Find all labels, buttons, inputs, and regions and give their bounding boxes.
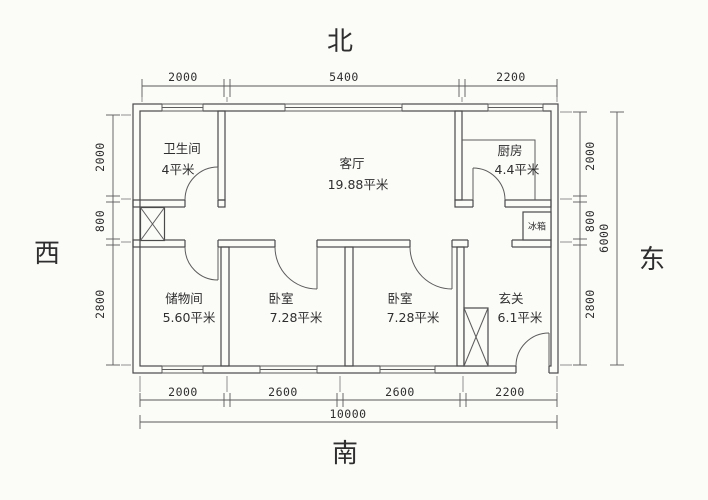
bedroom2-window: [379, 365, 436, 374]
room-label-bedroom-1: 卧室 7.28平米: [268, 291, 322, 325]
dim-top-3: 2200: [496, 70, 526, 84]
storage-window: [161, 365, 204, 374]
corridor-shaft-symbol: [139, 206, 166, 242]
dim-right-total: 6000: [597, 223, 611, 253]
storage-door: [184, 246, 219, 281]
room-name: 卫生间: [163, 141, 201, 156]
door-arc: [409, 246, 453, 290]
dim-right-1: 2000: [583, 141, 597, 171]
main-entry-door: [515, 332, 550, 367]
dimension-left: 2000 800 2800: [93, 114, 131, 366]
bedroom2-right-wall: [456, 246, 465, 367]
entry-passage-opening: [468, 239, 512, 248]
bathroom-door-opening: [185, 199, 218, 208]
windows: [161, 103, 544, 374]
room-label-bathroom: 卫生间 4平米: [162, 141, 201, 177]
compass-north: 北: [327, 27, 353, 57]
kitchen-left-wall: [454, 110, 463, 201]
room-name: 客厅: [339, 156, 364, 171]
room-area: 4平米: [162, 162, 195, 177]
fridge-label: 冰箱: [528, 221, 546, 233]
room-name: 储物间: [165, 291, 203, 306]
room-area: 7.28平米: [270, 310, 323, 325]
dim-right-2: 800: [583, 210, 597, 232]
dim-bottom-1: 2000: [168, 385, 198, 399]
room-area: 4.4平米: [495, 162, 540, 177]
bedroom2-door: [409, 246, 453, 290]
room-area: 19.88平米: [328, 177, 389, 192]
bedroom1-door: [274, 246, 318, 290]
bathroom-window: [161, 103, 204, 112]
dim-left-2: 800: [93, 210, 107, 232]
dim-left-3: 2800: [93, 289, 107, 319]
fridge-outline: [522, 211, 552, 241]
dim-bottom-total: 10000: [329, 407, 366, 421]
wall-openings: [184, 199, 550, 374]
room-label-storage: 储物间 5.60平米: [163, 291, 216, 325]
door-arc: [274, 246, 318, 290]
room-name: 厨房: [497, 143, 522, 158]
door-arc: [515, 332, 550, 367]
compass-west: 西: [34, 239, 60, 269]
dim-bottom-3: 2600: [385, 385, 415, 399]
door-arc: [184, 166, 219, 201]
dimension-bottom: 2000 2600 2600 2200 10000: [139, 376, 558, 429]
room-name: 卧室: [268, 291, 293, 306]
door-arc: [472, 167, 506, 201]
bedroom1-door-opening: [275, 239, 317, 248]
kitchen-window: [487, 103, 544, 112]
kitchen-door-opening: [473, 199, 505, 208]
room-area: 7.28平米: [387, 310, 440, 325]
bathroom-bottom-wall: [132, 199, 226, 208]
dimension-top: 2000 5400 2200: [141, 70, 558, 102]
fridge-box: 冰箱: [522, 211, 552, 241]
room-label-living-room: 客厅 19.88平米: [328, 156, 389, 192]
dim-bottom-4: 2200: [495, 385, 525, 399]
storage-right-wall: [220, 246, 230, 367]
room-labels: 卫生间 4平米 客厅 19.88平米 厨房 4.4平米 储物间 5.60平米 卧…: [162, 141, 543, 325]
living-room-window: [284, 103, 403, 112]
bedroom2-door-opening: [410, 239, 452, 248]
bedroom1-window: [259, 365, 318, 374]
fixtures: 冰箱: [139, 206, 552, 367]
dim-top-1: 2000: [168, 70, 198, 84]
room-label-kitchen: 厨房 4.4平米: [495, 143, 540, 177]
bathroom-right-wall: [217, 110, 226, 201]
dim-bottom-2: 2600: [268, 385, 298, 399]
kitchen-door: [472, 167, 506, 201]
dim-top-2: 5400: [329, 70, 359, 84]
bedroom1-right-wall: [344, 246, 354, 367]
room-name: 玄关: [498, 291, 523, 306]
room-area: 5.60平米: [163, 310, 216, 325]
door-arc: [184, 246, 219, 281]
bedrooms-top-wall: [132, 239, 552, 248]
room-name: 卧室: [387, 291, 412, 306]
main-entry-door-opening: [516, 365, 549, 374]
kitchen-counter-line: [462, 139, 536, 200]
dim-left-1: 2000: [93, 142, 107, 172]
bathroom-door: [184, 166, 219, 201]
compass-south: 南: [332, 439, 358, 469]
dim-right-3: 2800: [583, 289, 597, 319]
storage-door-opening: [185, 239, 218, 248]
room-label-bedroom-2: 卧室 7.28平米: [387, 291, 440, 325]
compass-labels: 北 南 西 东: [34, 27, 665, 469]
entry-shaft-symbol: [463, 307, 489, 367]
room-label-entry: 玄关 6.1平米: [498, 291, 543, 325]
compass-east: 东: [639, 245, 665, 275]
door-swings: [184, 166, 550, 367]
dimension-right: 2000 800 2800 6000: [560, 111, 624, 366]
room-area: 6.1平米: [498, 310, 543, 325]
